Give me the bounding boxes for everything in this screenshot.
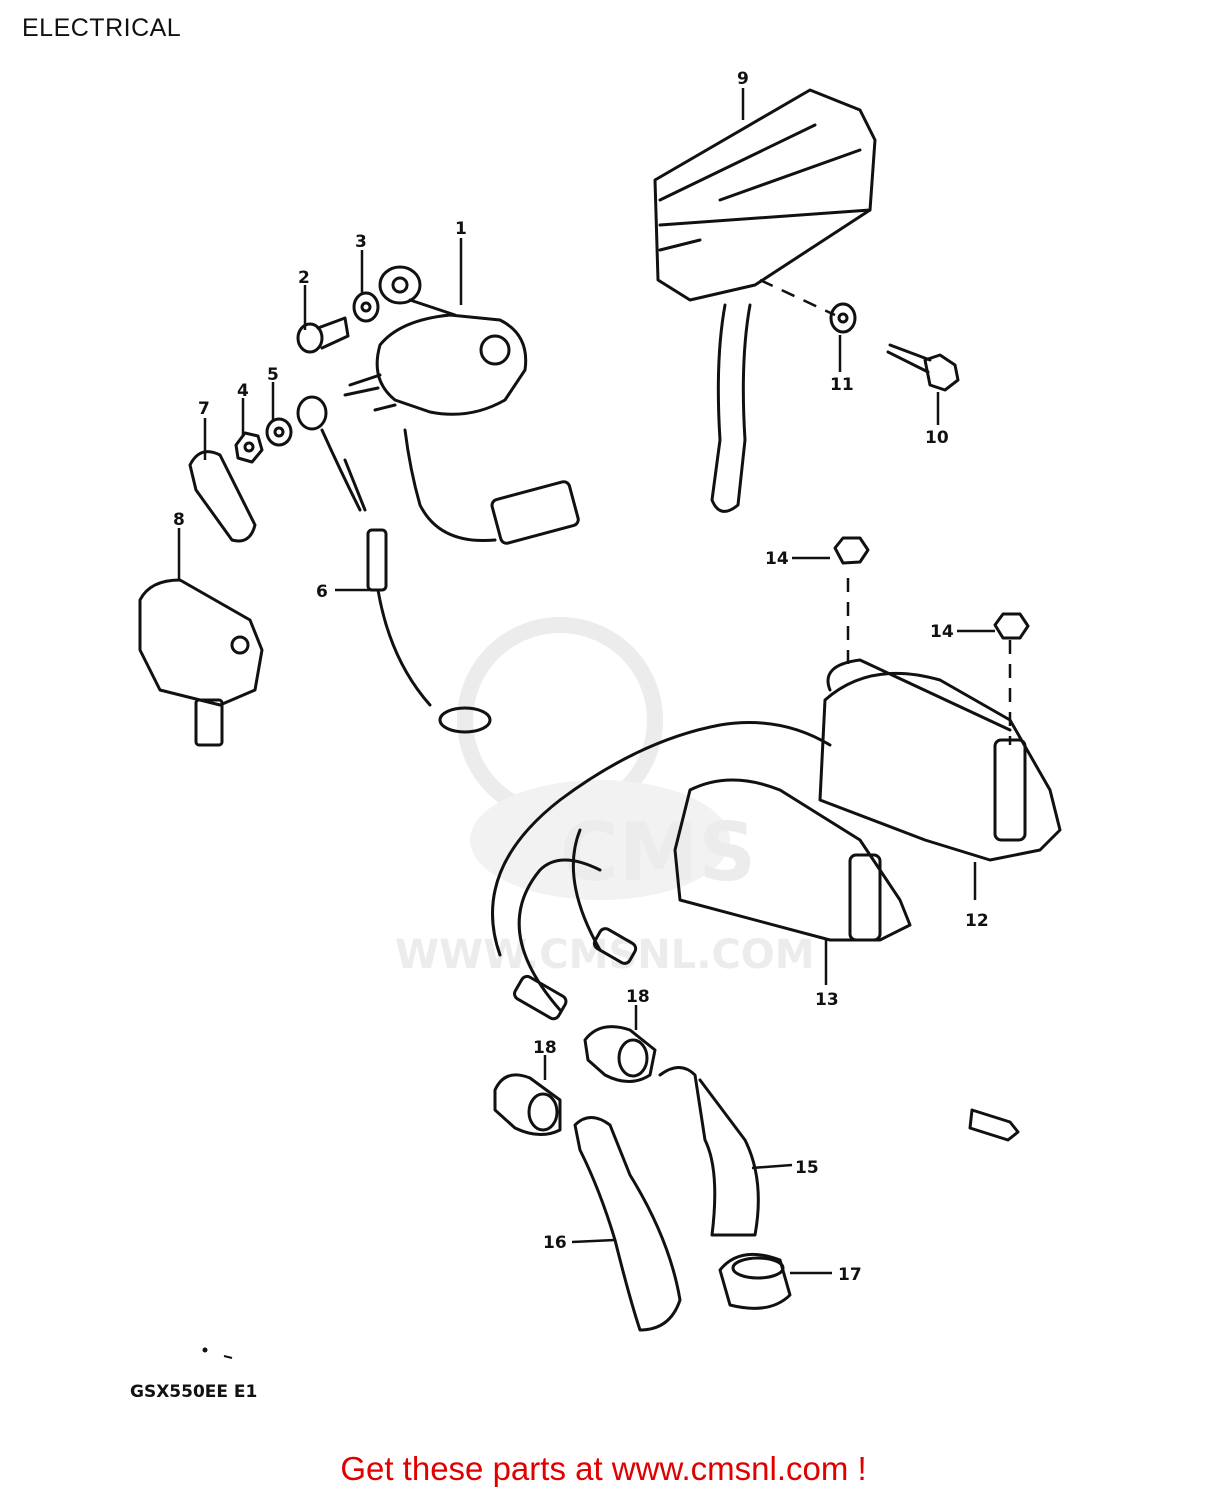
callout-10: 10 [925,428,949,448]
part-ring-17 [718,1252,792,1310]
part-bolt-10 [886,343,960,392]
callout-2: 2 [298,268,310,288]
callout-3: 3 [355,232,367,252]
callout-6: 6 [316,582,328,602]
callout-12: 12 [965,911,989,931]
callout-5: 5 [267,365,279,385]
part-lead-wire [296,395,492,734]
part-plug-cap-16 [573,1116,682,1332]
callout-15: 15 [795,1158,819,1178]
callout-14a: 14 [765,549,789,569]
callout-1: 1 [455,219,467,239]
part-nut-4 [234,431,264,464]
fwd-arrow-icon [968,1108,1020,1142]
callout-16: 16 [543,1233,567,1253]
part-screw-2 [296,316,350,354]
callout-17: 17 [838,1265,862,1285]
callout-7: 7 [198,399,210,419]
part-grommet-18b [493,1073,562,1136]
callout-18b: 18 [533,1038,557,1058]
model-code: GSX550EE E1 [130,1382,257,1402]
part-grommet-18a [583,1025,657,1083]
part-ignition-coil-12 [818,658,1062,862]
part-washer-11 [829,302,857,334]
part-washer-5 [265,417,293,447]
part-nut-14a [833,536,870,565]
part-nut-14b [993,612,1030,640]
part-terminal-cap-7 [188,450,257,543]
callout-13: 13 [815,990,839,1010]
callout-11: 11 [830,375,854,395]
callout-14b: 14 [930,622,954,642]
part-starter-relay [343,265,580,545]
callout-18a: 18 [626,987,650,1007]
part-box-8 [138,578,264,747]
page-title: ELECTRICAL [22,14,182,42]
part-regulator-9 [653,88,877,513]
watermark-url: WWW.CMSNL.COM [395,932,815,978]
callout-8: 8 [173,510,185,530]
callout-4: 4 [237,381,249,401]
part-washer-3 [352,291,380,323]
watermark: CMS WWW.CMSNL.COM [395,617,815,978]
promo-link[interactable]: Get these parts at www.cmsnl.com ! [340,1450,867,1487]
leader-lines [177,88,1012,1275]
callout-9: 9 [737,69,749,89]
part-plug-cap-15 [658,1066,760,1237]
part-ignition-coil-13 [491,721,912,1021]
callout-numbers: 1 2 3 4 5 6 7 8 9 10 11 12 13 14 14 15 1… [173,69,989,1285]
watermark-brand: CMS [560,806,756,899]
